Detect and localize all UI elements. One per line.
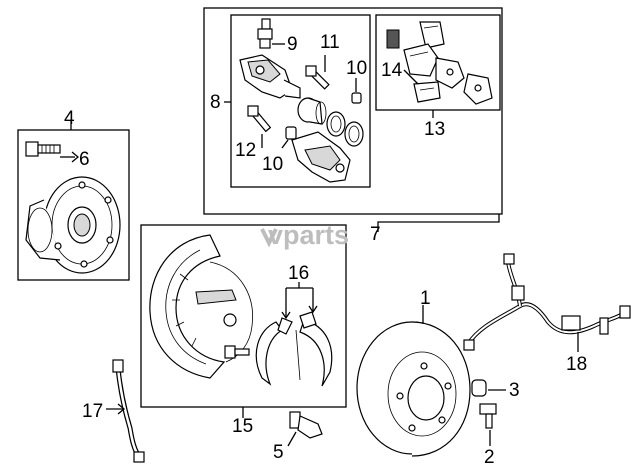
caliper-assembly-box	[203, 7, 503, 215]
hub-bearing-assembly	[25, 176, 121, 274]
brake-pad-outer-2	[463, 73, 493, 105]
callout-7: 7	[370, 224, 381, 245]
callout-1: 1	[420, 288, 431, 309]
callout-6: 6	[79, 149, 90, 170]
caliper-bracket-part	[291, 131, 351, 183]
parking-brake-shoe-right	[295, 311, 333, 387]
caliper-subbox	[230, 14, 371, 188]
caliper-bolt-lower	[247, 105, 272, 133]
callout-13: 13	[424, 119, 445, 140]
vparts-watermark-logo: vparts	[260, 220, 349, 250]
backing-plate-part	[149, 234, 254, 379]
pad-clip-lower	[413, 81, 441, 103]
callout-8: 8	[210, 92, 221, 113]
callout-15: 15	[232, 416, 253, 437]
callout-3: 3	[509, 380, 520, 401]
hub-cap-part	[471, 379, 487, 397]
caliper-bolt-upper	[305, 65, 330, 90]
callout-4: 4	[64, 108, 75, 129]
hub-box	[17, 129, 130, 281]
callout-9: 9	[287, 34, 298, 55]
pad-clip-upper	[419, 21, 445, 49]
guide-pin-boot-upper	[351, 92, 362, 104]
brake-hose-part	[112, 359, 145, 463]
parking-brake-shoe-left	[255, 317, 293, 386]
callout-10-upper: 10	[346, 58, 367, 79]
dust-boot-ring	[344, 121, 364, 147]
brake-pad-inner	[403, 43, 439, 77]
callout-17: 17	[82, 401, 103, 422]
brake-pad-outer-1	[435, 57, 465, 89]
callout-18: 18	[566, 354, 587, 375]
watermark-text: vparts	[268, 220, 349, 250]
caliper-mount-bolt	[289, 411, 323, 439]
callout-2: 2	[484, 447, 495, 468]
piston-seal-ring	[326, 111, 346, 137]
abs-sensor-harness	[463, 253, 631, 351]
bleeder-screw-part	[257, 18, 273, 49]
rotor-screw-part	[479, 403, 497, 429]
pad-kit-box	[375, 14, 501, 111]
caliper-housing-part	[239, 54, 301, 99]
caliper-piston-part	[297, 97, 327, 125]
callout-11: 11	[320, 32, 340, 53]
callout-16: 16	[288, 263, 309, 284]
callout-14: 14	[381, 60, 403, 81]
backing-plate-bolt	[224, 345, 250, 359]
brake-rotor-disc	[356, 321, 471, 457]
guide-pin-boot-lower	[285, 126, 297, 140]
callout-5: 5	[273, 442, 284, 463]
hub-bolt-part	[25, 141, 61, 157]
callout-10-lower: 10	[262, 154, 283, 175]
callout-12: 12	[235, 140, 256, 161]
pad-shim-left	[386, 29, 400, 49]
